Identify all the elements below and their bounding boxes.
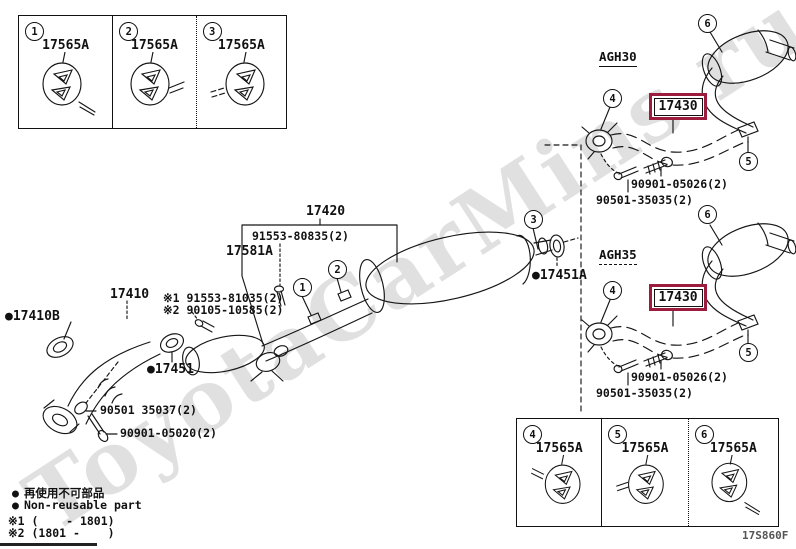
- callout-circle-1[interactable]: 1: [25, 22, 44, 41]
- part-number-label[interactable]: 17565A: [131, 38, 178, 53]
- exhaust-hanger-icon: [531, 455, 581, 504]
- center-exhaust-drawing: [182, 218, 579, 382]
- model-label-agh35: AGH35: [599, 248, 637, 265]
- exhaust-hanger-icon: [210, 52, 265, 106]
- part-number-label[interactable]: 17565A: [621, 441, 669, 456]
- callout-circle-4[interactable]: 4: [523, 425, 542, 444]
- legend-range-note-1: ※1 ( - 1801): [8, 514, 115, 528]
- model-label-agh30: AGH30: [599, 50, 637, 67]
- part-note-2[interactable]: ※2 90105-10585(2): [163, 303, 284, 317]
- callout-circle-2[interactable]: 2: [119, 22, 139, 41]
- hanger-cell-4: 4 17565A: [517, 419, 601, 526]
- part-label-17410[interactable]: 17410: [110, 287, 150, 302]
- hanger-table-bottom: 4 17565A 5 17565A 6 17565A: [516, 418, 779, 527]
- callout-circle-6[interactable]: 6: [698, 14, 717, 33]
- callout-circle-1[interactable]: 1: [293, 278, 312, 297]
- hanger-table-top: 1 17565A 2 17565A 3 17565A: [18, 15, 287, 129]
- part-label-17410B[interactable]: ●17410B: [5, 309, 60, 324]
- exhaust-hanger-icon: [42, 52, 96, 116]
- legend-non-reusable-en: ● Non-reusable part: [12, 498, 142, 512]
- legend-non-reusable-jp: ● 再使用不可部品: [12, 486, 105, 500]
- exhaust-hanger-icon: [130, 52, 186, 106]
- part-number-label[interactable]: 17565A: [42, 38, 90, 53]
- callout-circle-6[interactable]: 6: [694, 425, 714, 444]
- part-number-label[interactable]: 17565A: [535, 441, 583, 456]
- hanger-cell-6: 6 17565A: [687, 419, 778, 526]
- non-reusable-bullet-icon: ●: [12, 498, 19, 512]
- hanger-cell-3: 3 17565A: [195, 16, 286, 128]
- figure-code: 17S860F: [742, 529, 789, 542]
- part-label-90501-35035[interactable]: 90501-35035(2): [596, 193, 693, 207]
- part-label-90901-05026[interactable]: 90901-05026(2): [631, 177, 728, 191]
- callout-circle-6[interactable]: 6: [698, 205, 717, 224]
- non-reusable-bullet-icon: ●: [12, 486, 19, 500]
- callout-circle-5[interactable]: 5: [739, 152, 758, 171]
- gasket-17410B-drawing: [46, 321, 74, 358]
- section-boundary-dashed: [544, 144, 582, 415]
- highlighted-part-17430[interactable]: 17430: [649, 93, 708, 120]
- callout-circle-5[interactable]: 5: [608, 425, 628, 444]
- callout-circle-4[interactable]: 4: [603, 281, 622, 300]
- part-label-90901-05020[interactable]: 90901-05020(2): [120, 426, 217, 440]
- callout-circle-4[interactable]: 4: [603, 89, 622, 108]
- callout-circle-5[interactable]: 5: [739, 343, 758, 362]
- part-label-17420[interactable]: 17420: [306, 204, 346, 219]
- exhaust-hanger-icon: [711, 455, 761, 515]
- part-label-91553-80835[interactable]: 91553-80835(2): [252, 229, 349, 243]
- part-label-90501-35035[interactable]: 90501-35035(2): [596, 386, 693, 400]
- callout-circle-3[interactable]: 3: [202, 22, 222, 41]
- callout-circle-2[interactable]: 2: [328, 260, 347, 279]
- hanger-cell-1: 1 17565A: [19, 16, 112, 128]
- gasket-17451-drawing: [159, 333, 185, 363]
- part-note-1[interactable]: ※1 91553-81035(2): [163, 291, 284, 305]
- bottom-edge-line: [0, 543, 97, 546]
- tailpipe-section-drawing: [581, 29, 796, 193]
- part-label-17451[interactable]: ●17451: [147, 362, 194, 377]
- exhaust-hanger-icon: [616, 455, 664, 504]
- callout-circle-3[interactable]: 3: [524, 210, 543, 229]
- hanger-cell-5: 5 17565A: [601, 419, 687, 526]
- highlighted-part-17430[interactable]: 17430: [649, 284, 708, 311]
- legend-range-note-2: ※2 (1801 - ): [8, 526, 115, 540]
- part-number-label[interactable]: 17565A: [709, 441, 757, 456]
- front-pipe-drawing: [42, 300, 161, 442]
- part-label-17581A[interactable]: 17581A: [226, 244, 273, 259]
- part-label-90501-35037[interactable]: 90501 35037(2): [100, 403, 197, 417]
- part-label-17451A[interactable]: ●17451A: [532, 268, 587, 283]
- hanger-cell-2: 2 17565A: [112, 16, 195, 128]
- part-label-90901-05026[interactable]: 90901-05026(2): [631, 370, 728, 384]
- part-number-label[interactable]: 17565A: [217, 38, 265, 53]
